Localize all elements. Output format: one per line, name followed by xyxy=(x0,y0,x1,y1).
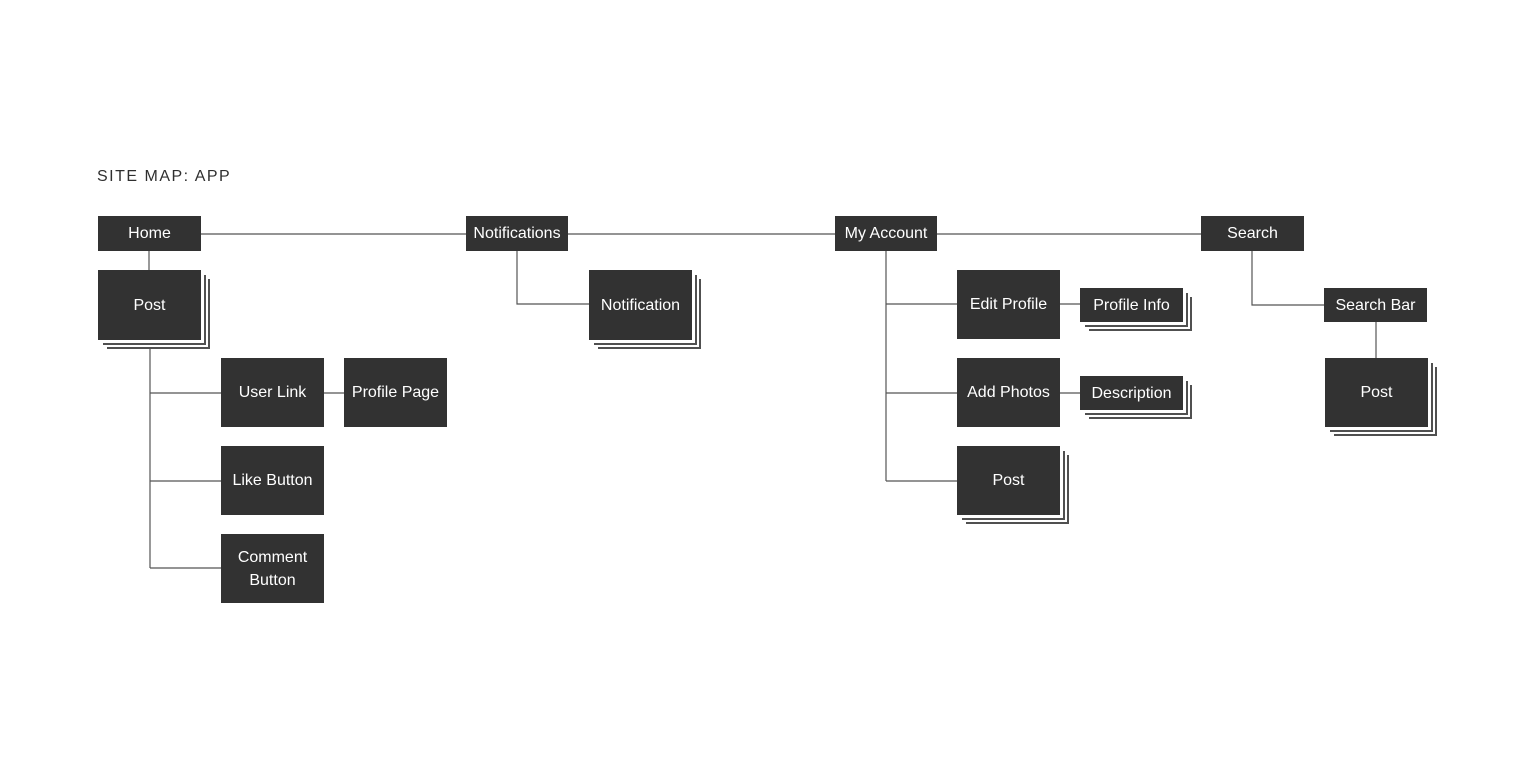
node-home-post[interactable]: Post xyxy=(98,270,201,340)
page-title: SITE MAP: APP xyxy=(97,168,232,185)
node-search-bar[interactable]: Search Bar xyxy=(1324,288,1427,322)
node-like-button[interactable]: Like Button xyxy=(221,446,324,515)
node-profile-page[interactable]: Profile Page xyxy=(344,358,447,427)
node-notification[interactable]: Notification xyxy=(589,270,692,340)
node-add-photos[interactable]: Add Photos xyxy=(957,358,1060,427)
node-my-account[interactable]: My Account xyxy=(835,216,937,251)
node-home[interactable]: Home xyxy=(98,216,201,251)
node-search[interactable]: Search xyxy=(1201,216,1304,251)
node-description[interactable]: Description xyxy=(1080,376,1183,410)
node-edit-profile[interactable]: Edit Profile xyxy=(957,270,1060,339)
node-user-link[interactable]: User Link xyxy=(221,358,324,427)
node-account-post[interactable]: Post xyxy=(957,446,1060,515)
node-search-post[interactable]: Post xyxy=(1325,358,1428,427)
node-comment-button[interactable]: Comment Button xyxy=(221,534,324,603)
node-profile-info[interactable]: Profile Info xyxy=(1080,288,1183,322)
node-notifications[interactable]: Notifications xyxy=(466,216,568,251)
